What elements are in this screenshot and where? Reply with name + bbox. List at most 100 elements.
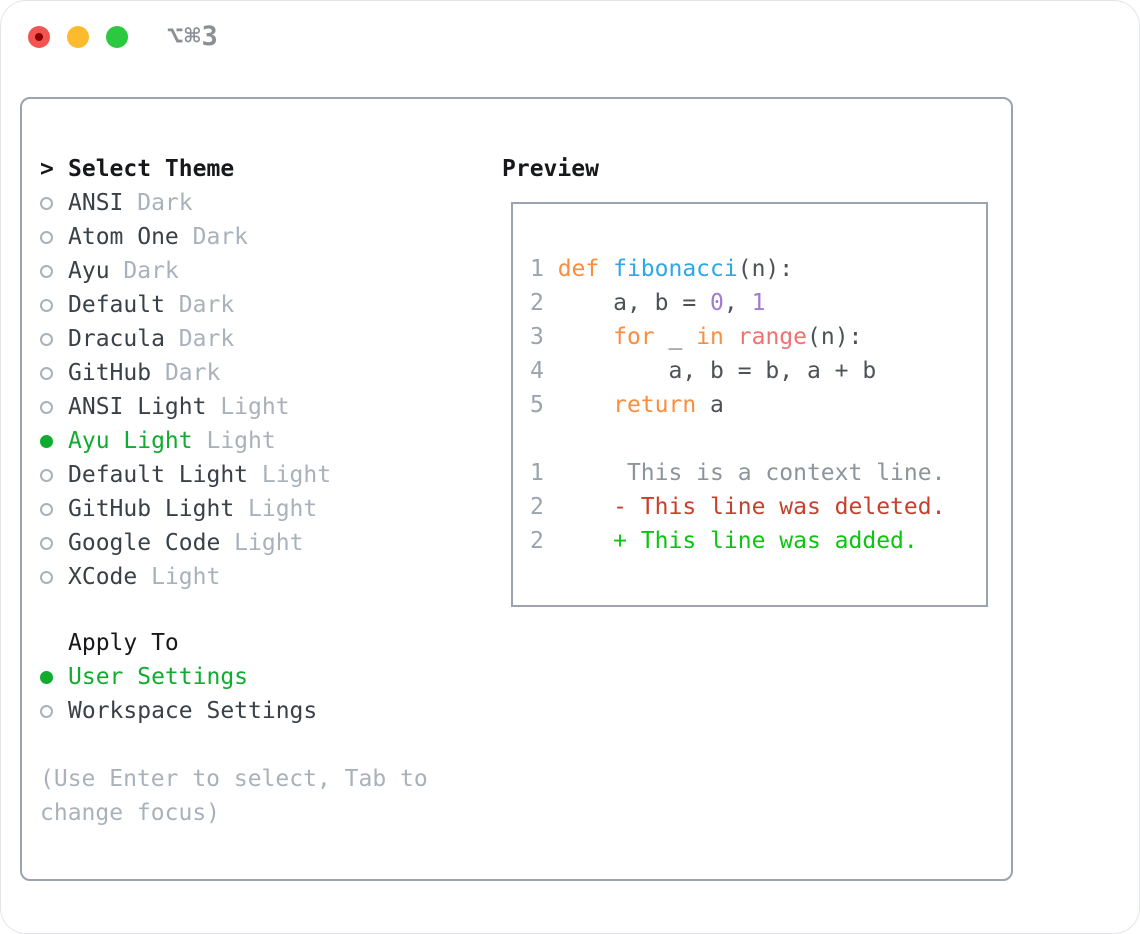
minimize-button-icon[interactable] [67, 26, 89, 48]
code-token-keyword: for [613, 324, 655, 350]
theme-name: ANSI [68, 190, 124, 216]
theme-option-ayu-light-light[interactable]: Ayu Light Light [40, 424, 331, 458]
theme-name: Default Light [68, 462, 249, 488]
traffic-lights [28, 26, 128, 48]
code-token-builtin: range [737, 324, 807, 350]
theme-variant: Dark [164, 292, 235, 318]
theme-name: GitHub [68, 360, 152, 386]
theme-option-default-dark[interactable]: Default Dark [40, 288, 331, 322]
radio-unselected-icon [40, 400, 53, 414]
theme-name: Default [68, 292, 165, 318]
preview-header: Preview [502, 156, 599, 182]
theme-option-ansi-dark[interactable]: ANSI Dark [40, 186, 331, 220]
apply-option-user-settings[interactable]: User Settings [40, 660, 317, 694]
theme-variant: Light [234, 496, 318, 522]
theme-option-github-dark[interactable]: GitHub Dark [40, 356, 331, 390]
theme-select-header-row: > Select Theme [40, 152, 331, 186]
theme-variant: Light [248, 462, 332, 488]
code-token-plain: a [696, 392, 724, 418]
code-token-plain: a, b = [557, 290, 711, 316]
theme-option-github-light-light[interactable]: GitHub Light Light [40, 492, 331, 526]
radio-unselected-icon [40, 264, 53, 278]
radio-unselected-icon [40, 570, 53, 584]
diff-line: 1 This is a context line. [530, 456, 945, 490]
code-token-plain: _ [654, 324, 697, 350]
line-number: 2 [530, 290, 558, 316]
code-token-plain: a, b = b, a + b [557, 358, 877, 384]
radio-selected-icon [40, 670, 53, 684]
theme-name: Ayu [68, 258, 110, 284]
theme-option-dracula-dark[interactable]: Dracula Dark [40, 322, 331, 356]
code-token-plain: , [723, 290, 752, 316]
theme-variant: Light [137, 564, 221, 590]
line-number: 2 [530, 528, 558, 554]
radio-unselected-icon [40, 536, 53, 550]
code-line: 2 a, b = 0, 1 [530, 286, 945, 320]
code-line: 3 for _ in range(n): [530, 320, 945, 354]
theme-variant: Dark [123, 190, 193, 216]
code-token-number: 1 [751, 290, 766, 316]
diff-line: 2 + This line was added. [530, 524, 945, 558]
theme-name: Ayu Light [68, 428, 193, 454]
radio-selected-icon [40, 434, 53, 448]
radio-unselected-icon [40, 298, 53, 312]
theme-option-google-code-light[interactable]: Google Code Light [40, 526, 331, 560]
radio-unselected-icon [40, 366, 53, 380]
code-token-function: fibonacci [613, 256, 738, 282]
apply-option-label: Workspace Settings [68, 698, 318, 724]
line-number: 2 [530, 494, 558, 520]
radio-unselected-icon [40, 468, 53, 482]
apply-option-workspace-settings[interactable]: Workspace Settings [40, 694, 317, 728]
code-line: 5 return a [530, 388, 945, 422]
code-token-plain [558, 392, 613, 418]
radio-unselected-icon [40, 502, 53, 516]
code-token-keyword: return [613, 392, 697, 418]
window-shortcut-label: ⌥⌘3 [167, 21, 219, 52]
zoom-button-icon[interactable] [106, 26, 128, 48]
close-button-icon[interactable] [28, 26, 50, 48]
hint-text: (Use Enter to select, Tab to change focu… [40, 766, 428, 826]
theme-option-default-light-light[interactable]: Default Light Light [40, 458, 331, 492]
radio-unselected-icon [40, 230, 53, 244]
theme-name: Google Code [68, 530, 221, 556]
radio-unselected-icon [40, 704, 53, 718]
theme-option-ansi-light-light[interactable]: ANSI Light Light [40, 390, 331, 424]
line-number: 3 [530, 324, 558, 350]
diff-line: 2 - This line was deleted. [530, 490, 945, 524]
code-token-deleted: - This line was deleted. [557, 494, 946, 520]
line-number: 1 [530, 460, 558, 486]
cursor-icon: > [40, 156, 54, 182]
line-number: 4 [530, 358, 558, 384]
apply-to-header-row: Apply To [40, 626, 317, 660]
theme-option-xcode-light[interactable]: XCode Light [40, 560, 331, 594]
theme-variant: Dark [164, 326, 235, 352]
radio-unselected-icon [40, 332, 53, 346]
theme-option-ayu-dark[interactable]: Ayu Dark [40, 254, 331, 288]
theme-variant: Dark [151, 360, 221, 386]
theme-name: XCode [68, 564, 138, 590]
diff-lines: 1 This is a context line.2 - This line w… [530, 456, 945, 558]
theme-option-atom-one-dark[interactable]: Atom One Dark [40, 220, 331, 254]
code-token-plain [558, 324, 613, 350]
titlebar: ⌥⌘3 [0, 0, 1140, 74]
theme-variant: Light [192, 428, 276, 454]
code-line: 1 def fibonacci(n): [530, 252, 945, 286]
code-token-plain: (n): [807, 324, 863, 350]
apply-to-header: Apply To [68, 630, 179, 656]
code-token-plain: (n): [737, 256, 794, 282]
code-token-plain [724, 324, 738, 350]
code-line: 4 a, b = b, a + b [530, 354, 945, 388]
radio-unselected-icon [40, 196, 53, 210]
code-token-keyword: in [696, 324, 724, 350]
theme-variant: Light [220, 530, 304, 556]
line-number: 1 [530, 256, 558, 282]
code-token-keyword: def [557, 256, 614, 282]
apply-option-label: User Settings [68, 664, 249, 690]
code-token-number: 0 [710, 290, 724, 316]
